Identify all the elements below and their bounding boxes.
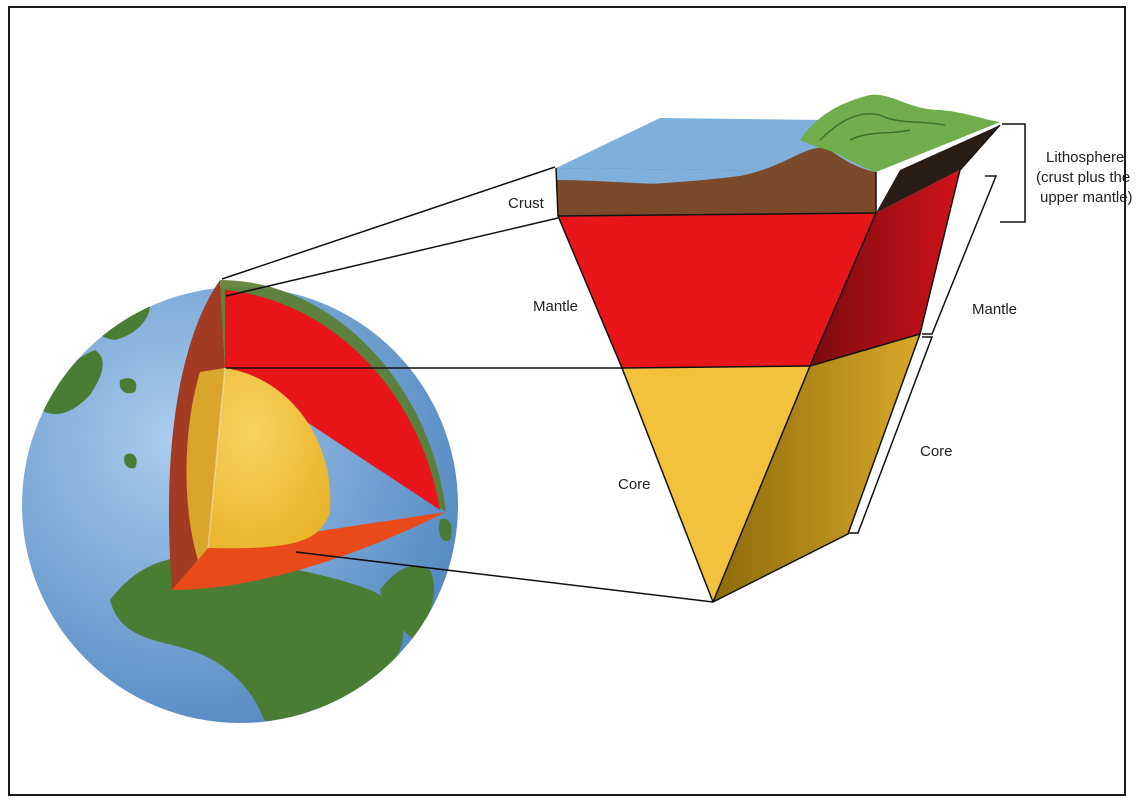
- label-crust: Crust: [508, 195, 545, 212]
- land-surface: [800, 94, 1000, 172]
- globe: [22, 280, 458, 723]
- mantle-side-face: [810, 170, 960, 366]
- label-lithosphere: Lithosphere: [1046, 149, 1124, 166]
- connector-lines: [221, 166, 714, 603]
- globe-core-face: [208, 368, 331, 549]
- label-lithosphere-sub2: upper mantle): [1040, 189, 1133, 206]
- label-mantle-right: Mantle: [972, 301, 1017, 318]
- mantle-bracket: [922, 175, 998, 335]
- label-core-right: Core: [920, 443, 953, 460]
- core-bracket: [848, 336, 934, 534]
- globe-mantle-face: [225, 290, 440, 510]
- mantle-face: [558, 213, 876, 368]
- core-side-face: [713, 334, 920, 602]
- label-mantle-left: Mantle: [533, 298, 578, 315]
- label-core-left: Core: [618, 476, 651, 493]
- lithosphere-side-face: [876, 125, 1000, 213]
- brackets: [848, 123, 1026, 534]
- cross-section-block: [555, 94, 1026, 604]
- core-face: [622, 366, 810, 602]
- label-lithosphere-sub1: (crust plus the: [1036, 169, 1130, 186]
- globe-core-side: [186, 368, 225, 560]
- lithosphere-bracket: [1000, 123, 1026, 223]
- globe-mantle-bottom-face: [172, 512, 446, 590]
